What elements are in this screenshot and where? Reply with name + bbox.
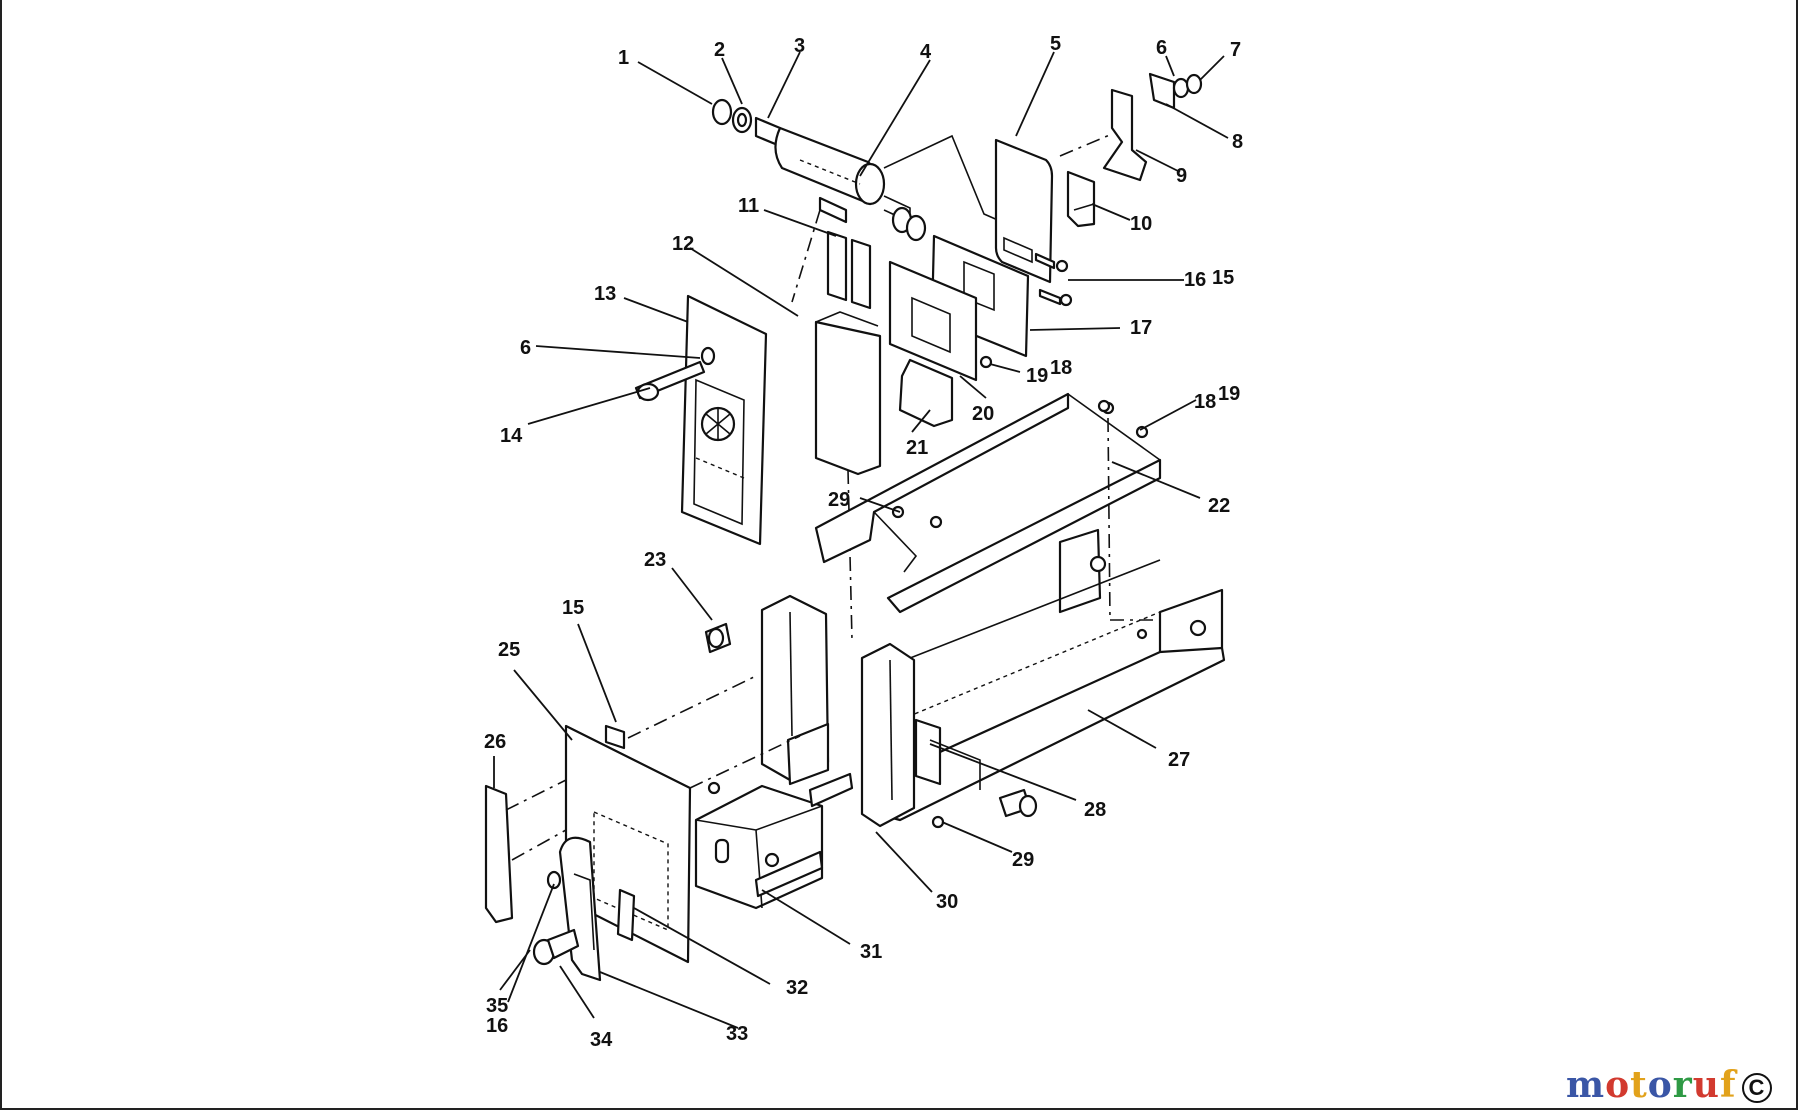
leader-lines bbox=[493, 51, 1229, 1029]
watermark-letter: u bbox=[1692, 1064, 1720, 1106]
callout-15-right: 15 bbox=[1212, 267, 1234, 289]
callout-32: 32 bbox=[786, 977, 808, 999]
callout-5: 5 bbox=[1050, 33, 1061, 55]
watermark-letter: o bbox=[1647, 1064, 1673, 1106]
fasteners bbox=[704, 399, 1148, 829]
base-frame bbox=[868, 528, 1226, 822]
side-bracket bbox=[484, 779, 567, 924]
watermark-letter: t bbox=[1630, 1064, 1648, 1106]
callout-19-right: 19 bbox=[1218, 383, 1240, 405]
callout-12: 12 bbox=[672, 233, 694, 255]
callout-29-lower: 29 bbox=[1012, 849, 1034, 871]
callout-29-upper: 29 bbox=[828, 489, 850, 511]
watermark-letter: f bbox=[1719, 1064, 1737, 1106]
callout-8: 8 bbox=[1232, 131, 1243, 153]
callout-19-mid: 19 bbox=[1026, 365, 1048, 387]
watermark-letter: m bbox=[1566, 1064, 1606, 1106]
callout-26: 26 bbox=[484, 731, 506, 753]
callout-16-right: 16 bbox=[1184, 269, 1206, 291]
callout-18-right: 18 bbox=[1194, 391, 1216, 413]
callout-21: 21 bbox=[906, 437, 928, 459]
callout-27: 27 bbox=[1168, 749, 1190, 771]
watermark-letter: r bbox=[1672, 1064, 1693, 1106]
watermark-badge: C bbox=[1742, 1073, 1772, 1103]
callout-25: 25 bbox=[498, 639, 520, 661]
callout-6-left: 6 bbox=[520, 337, 531, 359]
callout-31: 31 bbox=[860, 941, 882, 963]
uprights bbox=[760, 594, 981, 828]
switch-box bbox=[694, 772, 854, 910]
shaft-assembly bbox=[711, 98, 1017, 242]
callout-2: 2 bbox=[714, 39, 725, 61]
callout-30: 30 bbox=[936, 891, 958, 913]
callout-13: 13 bbox=[594, 283, 616, 305]
spacer-block bbox=[791, 209, 882, 641]
callout-18-mid: 18 bbox=[1050, 357, 1072, 379]
callouts: 1 2 3 4 5 6 7 8 9 10 11 12 13 6 14 16 15… bbox=[484, 33, 1243, 1051]
callout-34: 34 bbox=[590, 1029, 613, 1051]
mounting-plates bbox=[888, 234, 1073, 428]
callout-6-top: 6 bbox=[1156, 37, 1167, 59]
callout-22: 22 bbox=[1208, 495, 1230, 517]
callout-35: 35 bbox=[486, 995, 508, 1017]
callout-28: 28 bbox=[1084, 799, 1106, 821]
callout-14: 14 bbox=[500, 425, 523, 447]
slotted-bracket bbox=[532, 836, 636, 982]
callout-4: 4 bbox=[920, 41, 932, 63]
callout-1: 1 bbox=[618, 47, 629, 69]
callout-23: 23 bbox=[644, 549, 666, 571]
callout-20: 20 bbox=[972, 403, 994, 425]
callout-3: 3 bbox=[794, 35, 805, 57]
callout-33: 33 bbox=[726, 1023, 748, 1045]
bracket-parts bbox=[994, 72, 1203, 284]
callout-15-left: 15 bbox=[562, 597, 584, 619]
cover-plate bbox=[634, 294, 768, 546]
callout-11: 11 bbox=[738, 195, 759, 217]
callout-17: 17 bbox=[1130, 317, 1152, 339]
callout-7: 7 bbox=[1230, 39, 1241, 61]
callout-16-lower: 16 bbox=[486, 1015, 508, 1037]
watermark-letter: o bbox=[1605, 1064, 1631, 1106]
watermark-logo: motoruf C bbox=[1566, 1064, 1772, 1106]
callout-10: 10 bbox=[1130, 213, 1152, 235]
callout-9: 9 bbox=[1176, 165, 1187, 187]
